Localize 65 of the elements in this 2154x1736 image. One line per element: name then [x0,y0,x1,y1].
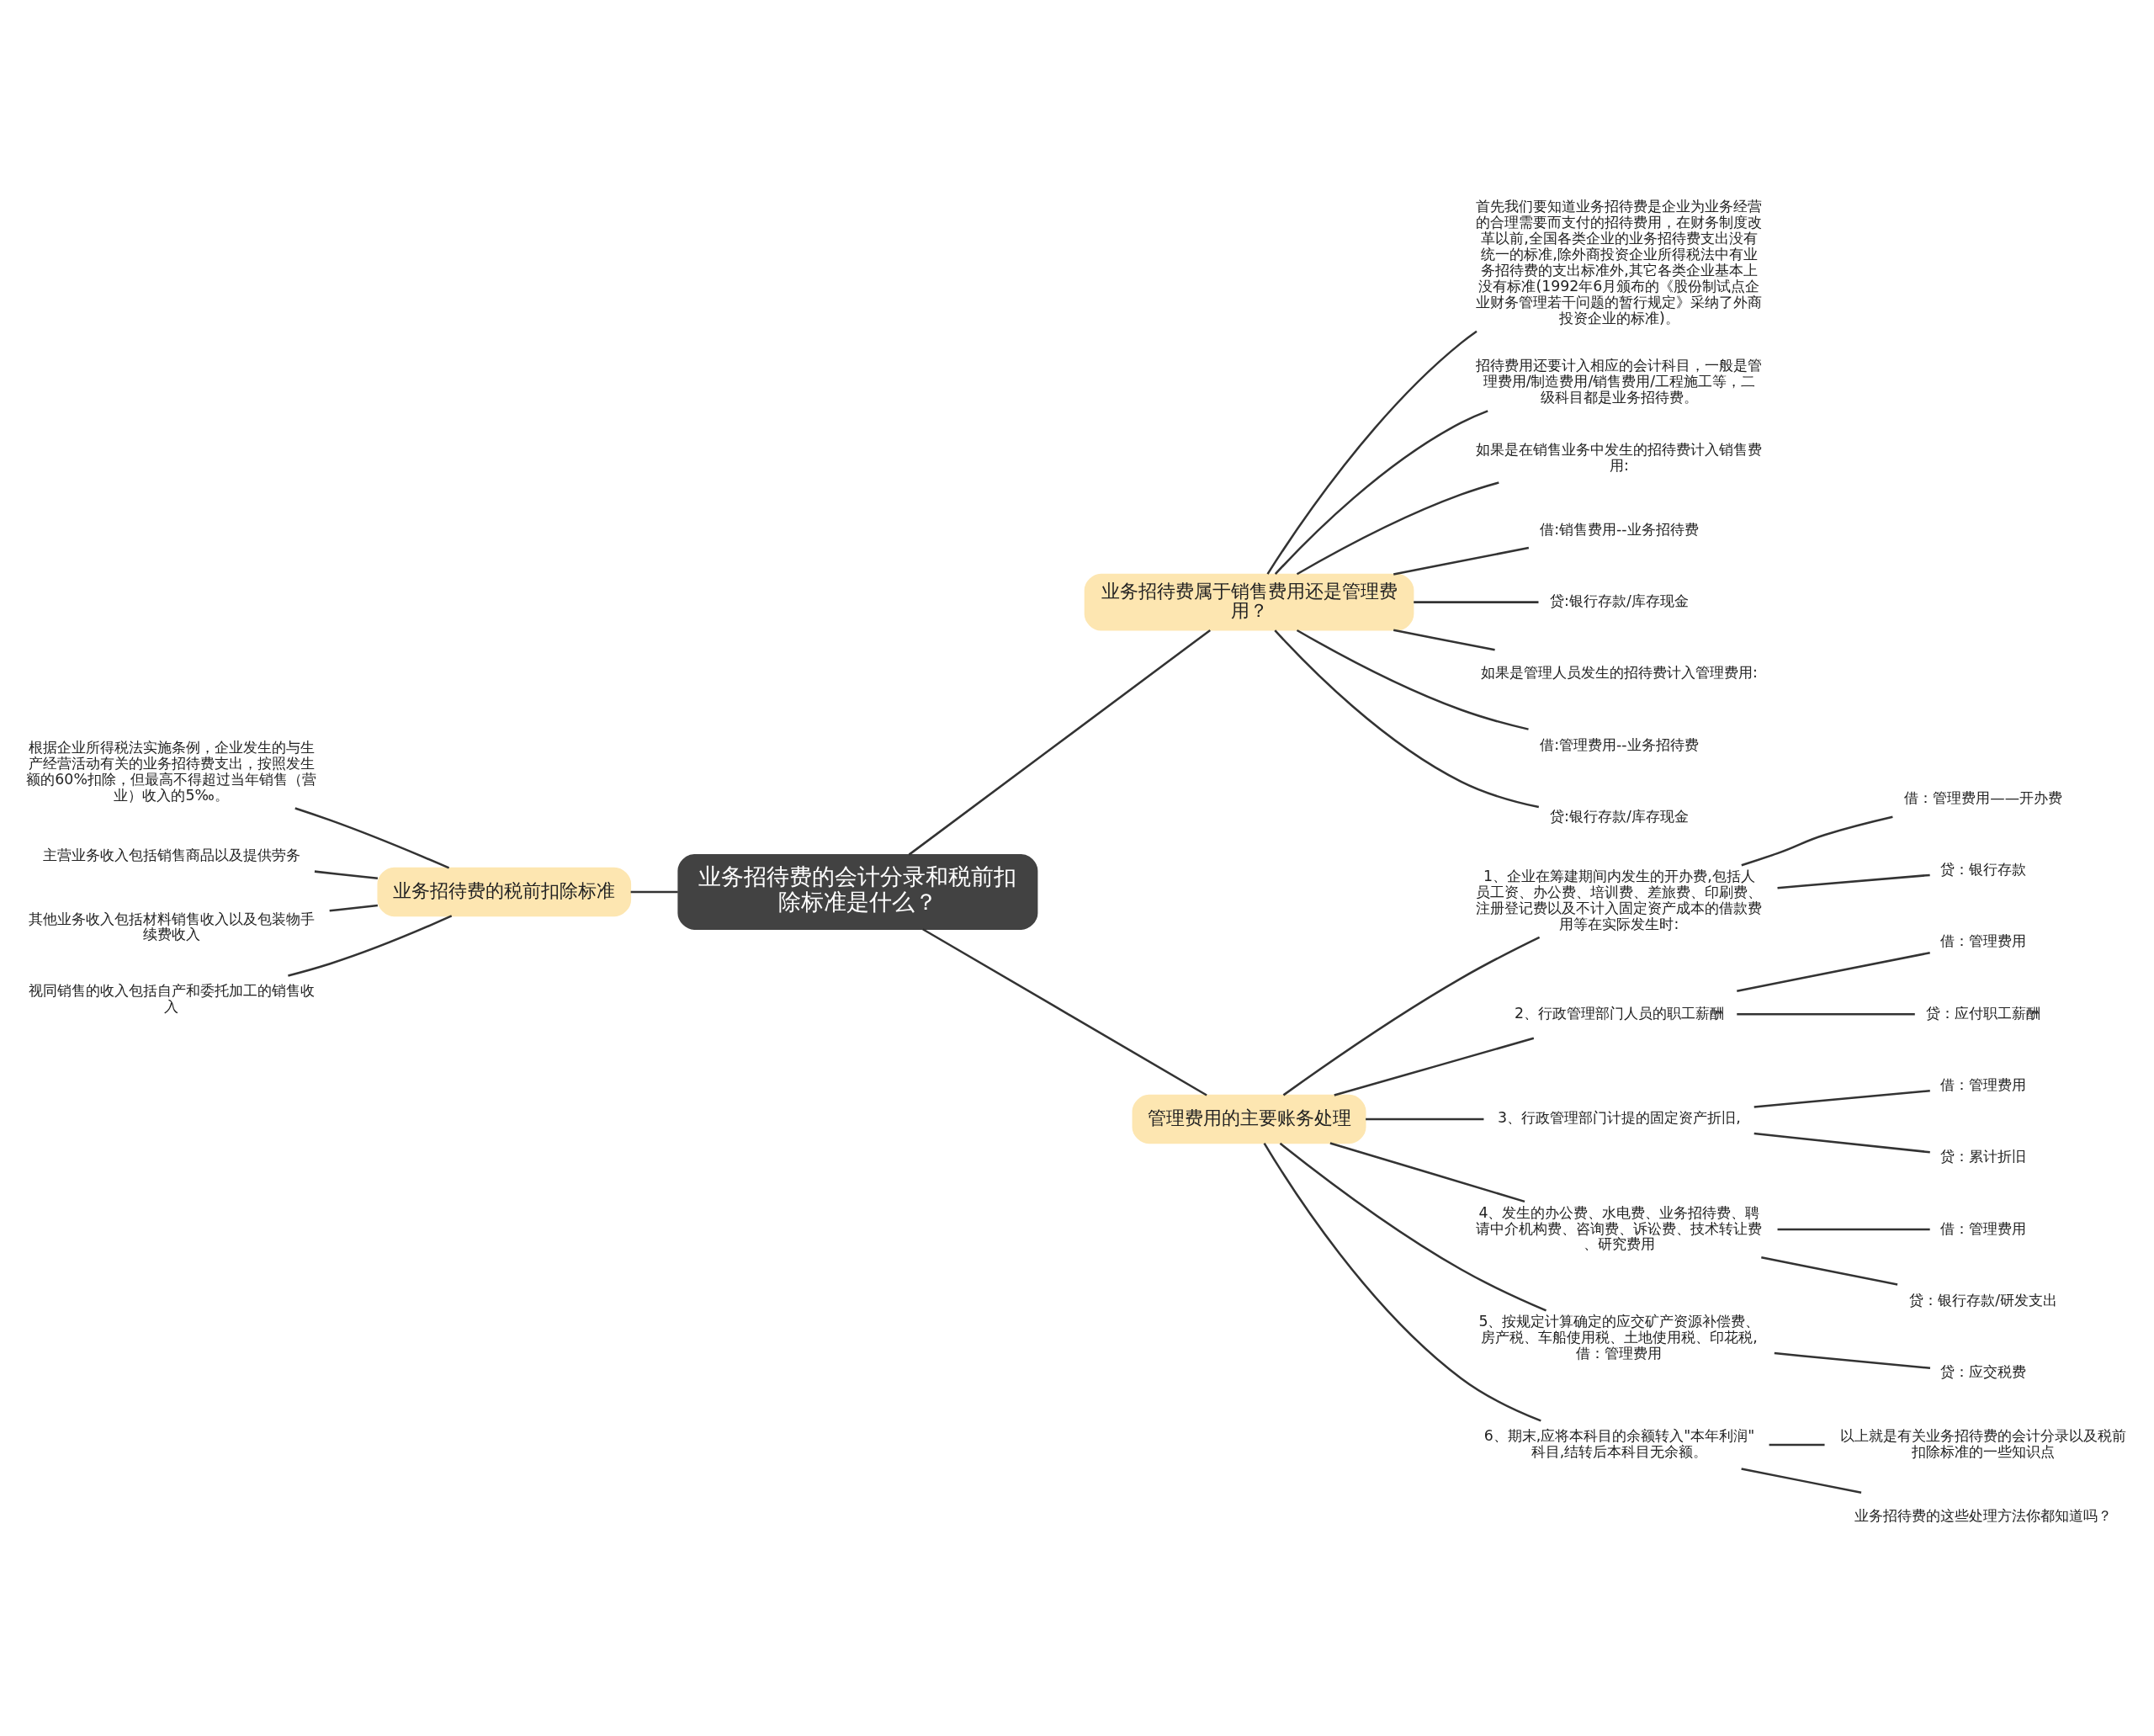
node-text: 贷：应交税费 [1940,1363,2027,1381]
node-text: 借：管理费用 [1940,932,2027,950]
node-text: 借:销售费用--业务招待费 [1540,520,1699,538]
connector [1274,629,1540,809]
node-text: 4、发生的办公费、水电费、业务招待费、聘请中介机构费、咨询费、诉讼费、技术转让费、研究费用 [1476,1203,1763,1253]
node-box: 业务招待费的税前扣除标准 [377,867,632,917]
node-text: 业务招待费的这些处理方法你都知道吗？ [1854,1506,2113,1524]
connector [1774,1351,1931,1370]
connector [1334,1037,1535,1096]
node-box: 管理费用的主要账务处理 [1132,1094,1366,1144]
node-text: 贷：应付职工薪酬 [1926,1004,2041,1022]
connector [1737,1012,1915,1016]
node-box: 业务招待费属于销售费用还是管理费用？ [1084,573,1414,631]
node-text: 贷：累计折旧 [1940,1148,2027,1165]
node-box: 业务招待费的会计分录和税前扣除标准是什么？ [677,853,1038,930]
connector [1741,1468,1862,1494]
node-text: 主营业务收入包括销售商品以及提供劳务 [42,846,300,863]
connector [1753,1089,1930,1108]
node-text: 借：管理费用——开办费 [1904,788,2063,806]
node-text: 6、期末,应将本科目的余额转入"本年利润"科目,结转后本科目无余额。 [1483,1426,1755,1460]
connector [1329,1142,1525,1203]
connector [329,904,378,912]
connector [1263,1142,1541,1422]
connector [1366,1118,1484,1121]
connector [1414,601,1539,603]
connector [1737,952,1930,993]
connector [1769,1443,1825,1447]
connector [1761,1256,1898,1286]
node-text: 招待费用还要计入相应的会计科目，一般是管理费用/制造费用/销售费用/工程施工等，二级科目都是业务招待费。 [1476,357,1763,406]
node-text: 首先我们要知道业务招待费是企业为业务经营的合理需要而支付的招待费用，在财务制度改革以前,全国各类企业的业务招待费支出没有统一的标准,除外商投资企业所得税法中有业务招待费的支出标准外,其它各类企业基本上没有标准(1992年6月颁布的《股份制试点企业财务管理若干问题的暂行规定》采纳了外商投资企业的标准)。 [1476,197,1763,326]
node-text: 借:管理费用--业务招待费 [1540,735,1699,753]
node-text: 3、行政管理部门计提的固定资产折旧, [1498,1109,1741,1127]
node-text: 其他业务收入包括材料销售收入以及包装物手续费收入 [28,910,315,943]
connector [1296,629,1529,730]
node-text: 贷：银行存款 [1940,861,2027,879]
node-text: 贷:银行存款/库存现金 [1550,592,1689,610]
node-text: 借：管理费用 [1940,1075,2027,1093]
connector [630,890,678,894]
connector [1753,1132,1930,1154]
node-text: 视同销售的收入包括自产和委托加工的销售收入 [28,981,315,1015]
node-text: 根据企业所得税法实施条例，企业发生的与生产经营活动有关的业务招待费支出，按照发生额的60%扣除，但最高不得超过当年销售（营业）收入的5‰。 [26,738,316,804]
node-text: 2、行政管理部门人员的职工薪酬 [1514,1004,1724,1022]
node-text: 如果是在销售业务中发生的招待费计入销售费用: [1476,440,1763,474]
node-text: 借：管理费用 [1940,1219,2027,1237]
connector [922,928,1207,1096]
connector [1393,546,1530,576]
node-text: 5、按规定计算确定的应交矿产资源补偿费、房产税、车船使用税、土地使用税、印花税,借：管理费用 [1478,1313,1760,1362]
connector [1282,936,1541,1096]
connector [288,915,453,977]
node-text: 如果是管理人员发生的招待费计入管理费用: [1480,664,1758,682]
connector [1279,1142,1547,1312]
connector [1393,629,1495,651]
node-text: 贷：银行存款/研发支出 [1909,1291,2058,1309]
connector [1274,410,1488,575]
node-text: 以上就是有关业务招待费的会计分录以及税前扣除标准的一些知识点 [1840,1426,2127,1460]
connector [1266,330,1478,575]
node-text: 1、企业在筹建期间内发生的开办费,包括人员工资、办公费、培训费、差旅费、印刷费、注册登记费以及不计入固定资产成本的借款费用等在实际发生时: [1476,867,1763,932]
connector [908,629,1211,856]
connector [1777,1228,1930,1231]
connector [1296,481,1499,576]
connector [314,870,379,879]
connector [1741,815,1893,867]
connector [294,807,450,869]
node-text: 贷:银行存款/库存现金 [1550,807,1689,825]
connector [1777,873,1930,889]
